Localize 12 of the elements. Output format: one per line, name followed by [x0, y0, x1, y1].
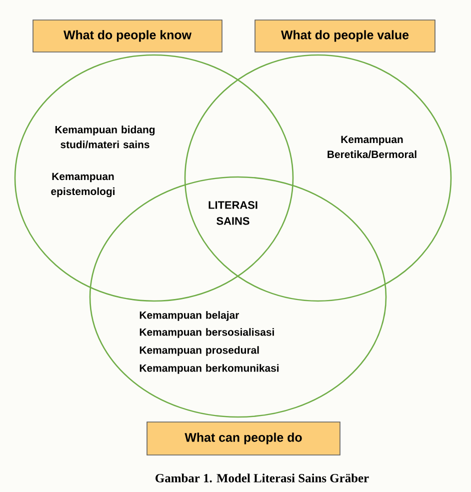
circle-text: Kemampuan bidang studi/materi sains: [55, 126, 155, 148]
circle-text: Kemampuan epistemologi: [51, 172, 115, 198]
circle-text: Kemampuan berkomunikasi: [140, 364, 279, 374]
circle-text: Kemampuan prosedural: [140, 346, 259, 356]
circle-text: Kemampuan belajar: [140, 311, 240, 321]
header-box: What do people know: [32, 20, 222, 52]
center-label: LITERASI SAINS: [208, 201, 258, 225]
caption: Gambar 1. Model Literasi Sains Gräber: [156, 474, 369, 482]
header-box: What can people do: [146, 422, 340, 456]
circle-text: Kemampuan Beretika/Bermoral: [328, 136, 416, 158]
header-box: What do people value: [254, 20, 436, 52]
circle-text: Kemampuan bersosialisasi: [140, 328, 274, 338]
